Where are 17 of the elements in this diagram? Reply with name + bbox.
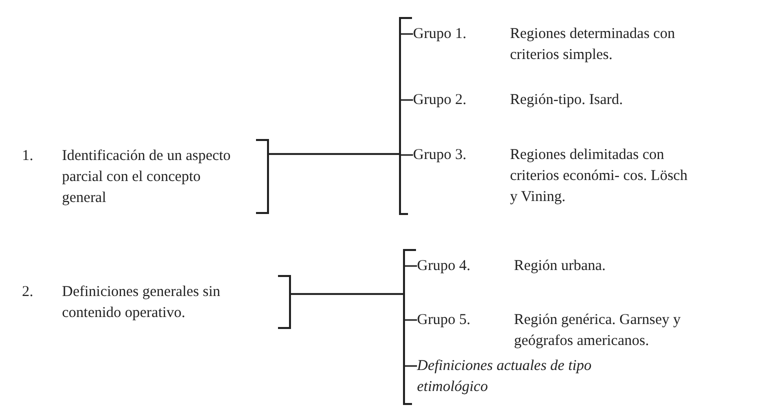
- text-label: Definiciones actuales de tipo etimológico: [417, 357, 593, 397]
- text-label: Definiciones generales sin contenido operativo.: [62, 283, 222, 323]
- connector: [290, 293, 417, 367]
- text-label: Región-tipo. Isard.: [510, 91, 624, 110]
- text-label: Región urbana.: [514, 257, 607, 276]
- group-label: Grupo 3.: [413, 146, 466, 165]
- group-label: Grupo 5.: [417, 311, 470, 330]
- text-label: Identificación de un aspecto parcial con el concepto general: [62, 147, 232, 208]
- text-label: Región genérica. Garnsey y geógrafos americanos.: [514, 311, 682, 351]
- text-label: Regiones delimitadas con criterios económi- cos. Lösch y Vining.: [510, 146, 688, 207]
- text-label: Regiones determinadas con criterios simples.: [510, 25, 676, 65]
- item-number: 1.: [22, 147, 34, 166]
- item-number: 2.: [22, 283, 34, 302]
- group-label: Grupo 2.: [413, 91, 466, 110]
- connector: [268, 153, 413, 156]
- group-label: Grupo 1.: [413, 25, 466, 44]
- group-label: Grupo 4.: [417, 257, 470, 276]
